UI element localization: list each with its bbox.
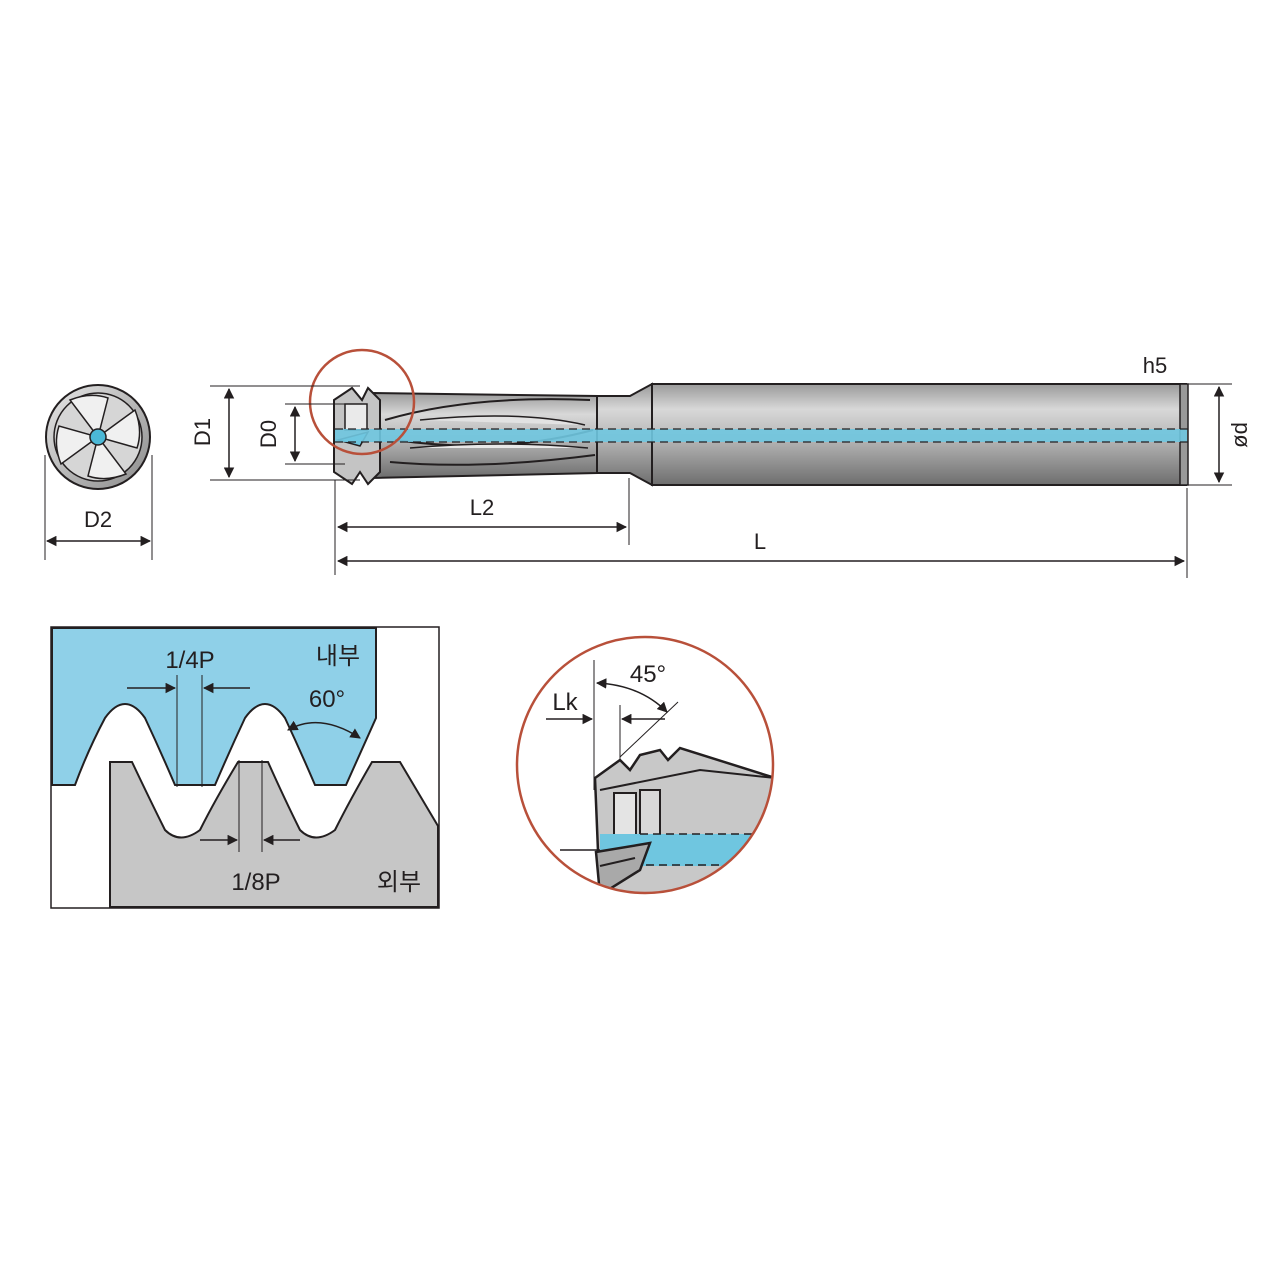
dimension-l2: L2 bbox=[334, 478, 630, 575]
dimension-shank-diameter: ød h5 bbox=[1143, 353, 1252, 486]
label-d0: D0 bbox=[256, 420, 281, 448]
dimension-d1: D1 bbox=[190, 385, 360, 481]
label-angle-45: 45° bbox=[630, 661, 666, 688]
label-d2: D2 bbox=[84, 507, 112, 532]
dimension-d2: D2 bbox=[44, 455, 153, 560]
tool-side-view bbox=[308, 348, 1189, 487]
label-quarter-pitch: 1/4P bbox=[165, 647, 214, 674]
label-d1: D1 bbox=[190, 418, 215, 446]
cutter-tip-zoom-detail: 45° Lk bbox=[515, 635, 775, 895]
label-l2: L2 bbox=[470, 495, 494, 520]
label-l: L bbox=[754, 529, 766, 554]
label-angle-60: 60° bbox=[309, 686, 345, 713]
thread-profile-detail: 1/4P 60° 내부 1/8P 외부 bbox=[50, 626, 440, 909]
label-h5: h5 bbox=[1143, 353, 1167, 378]
label-phi-d: ød bbox=[1227, 422, 1252, 448]
label-eighth-pitch: 1/8P bbox=[231, 869, 280, 896]
label-lk: Lk bbox=[552, 689, 578, 716]
label-internal: 내부 bbox=[316, 643, 360, 670]
dimension-d0: D0 bbox=[256, 403, 345, 465]
dimension-l: L bbox=[336, 488, 1188, 578]
end-view bbox=[45, 384, 151, 490]
label-external: 외부 bbox=[377, 869, 421, 896]
